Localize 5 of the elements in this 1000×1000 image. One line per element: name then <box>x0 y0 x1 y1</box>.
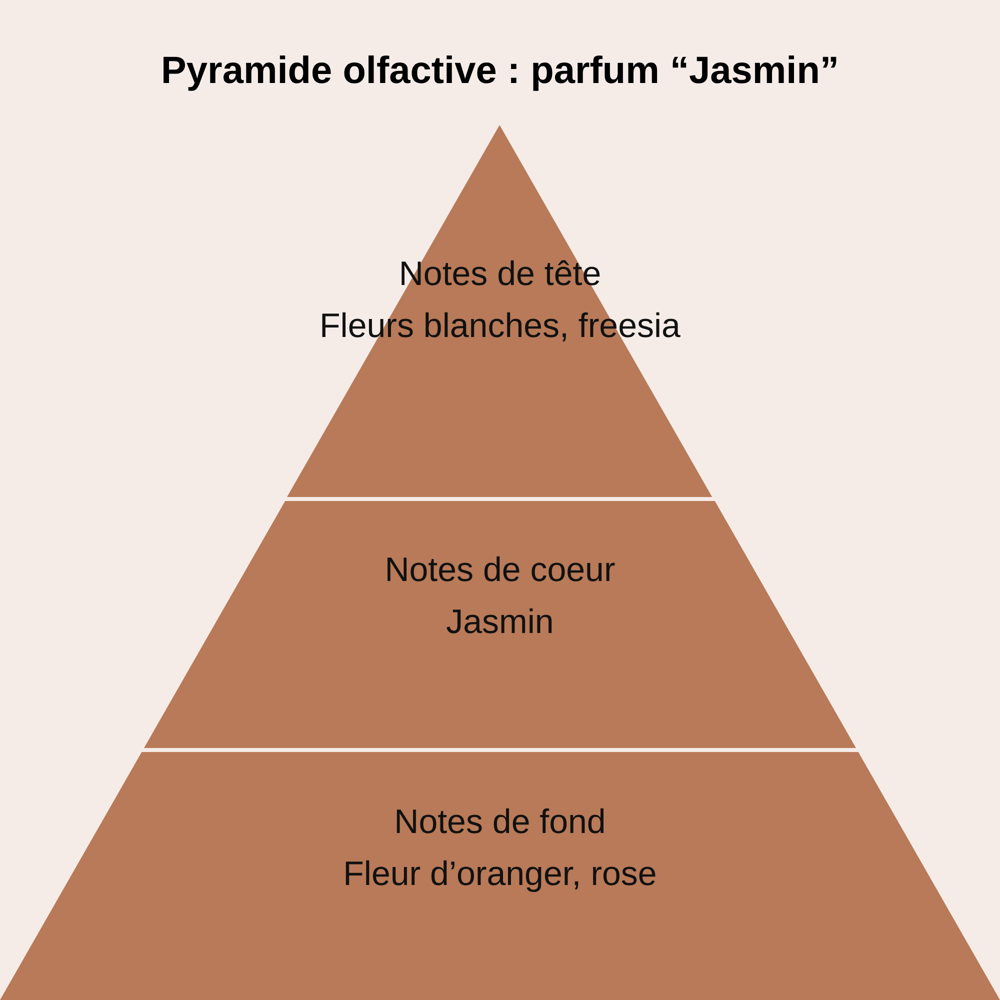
tier-heading: Notes de fond <box>394 802 606 843</box>
title: Pyramide olfactive : parfum “Jasmin” <box>160 50 840 93</box>
tier-heading: Notes de coeur <box>384 550 616 591</box>
tier-notes: Fleur d’oranger, rose <box>343 854 657 895</box>
tier-notes: Jasmin <box>446 602 554 643</box>
